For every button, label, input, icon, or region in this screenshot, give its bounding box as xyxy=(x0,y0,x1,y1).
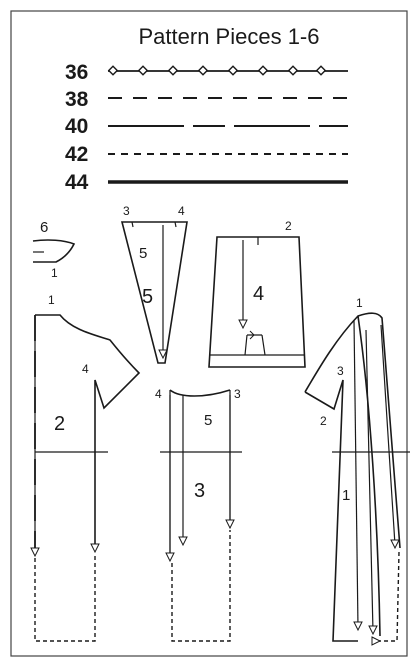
piece-3-number: 3 xyxy=(194,480,205,502)
pattern-piece-4: 2 4 xyxy=(208,219,306,368)
pattern-piece-2: 1 4 2 xyxy=(30,293,141,642)
piece-2-number: 2 xyxy=(54,413,65,435)
piece-3-mark-4: 4 xyxy=(155,387,162,401)
piece-2-mark-4: 4 xyxy=(82,362,89,376)
piece-5-mark-4: 4 xyxy=(178,204,185,218)
pattern-piece-3: 4 5 3 3 xyxy=(155,387,242,642)
legend-line-36 xyxy=(107,65,348,76)
pattern-piece-6: 6 1 xyxy=(32,219,76,280)
piece-1-mark-1: 1 xyxy=(356,296,363,310)
piece-4-number: 4 xyxy=(253,283,264,305)
piece-3-mark-3: 3 xyxy=(234,387,241,401)
sheet-border xyxy=(10,10,408,657)
size-legend: 36 38 40 42 44 xyxy=(65,61,348,194)
pattern-piece-1: 1 3 2 1 xyxy=(304,296,410,646)
piece-1-number: 1 xyxy=(342,487,350,504)
legend-label-40: 40 xyxy=(65,115,88,138)
piece-1-mark-2: 2 xyxy=(320,414,327,428)
piece-5-number: 5 xyxy=(142,286,153,308)
piece-5-mark-5: 5 xyxy=(139,245,147,262)
legend-label-42: 42 xyxy=(65,143,88,166)
legend-label-44: 44 xyxy=(65,171,89,194)
pattern-piece-5: 3 4 5 5 xyxy=(120,204,188,364)
piece-6-mark-1: 1 xyxy=(51,266,58,280)
piece-2-mark-1: 1 xyxy=(48,293,55,307)
piece-4-mark-2: 2 xyxy=(285,219,292,233)
piece-5-mark-3: 3 xyxy=(123,204,130,218)
piece-3-mark-5: 5 xyxy=(204,412,212,429)
piece-1-mark-3: 3 xyxy=(337,364,344,378)
legend-label-38: 38 xyxy=(65,88,89,111)
page-title: Pattern Pieces 1-6 xyxy=(139,24,320,49)
piece-6-number: 6 xyxy=(40,219,48,236)
legend-label-36: 36 xyxy=(65,61,88,84)
